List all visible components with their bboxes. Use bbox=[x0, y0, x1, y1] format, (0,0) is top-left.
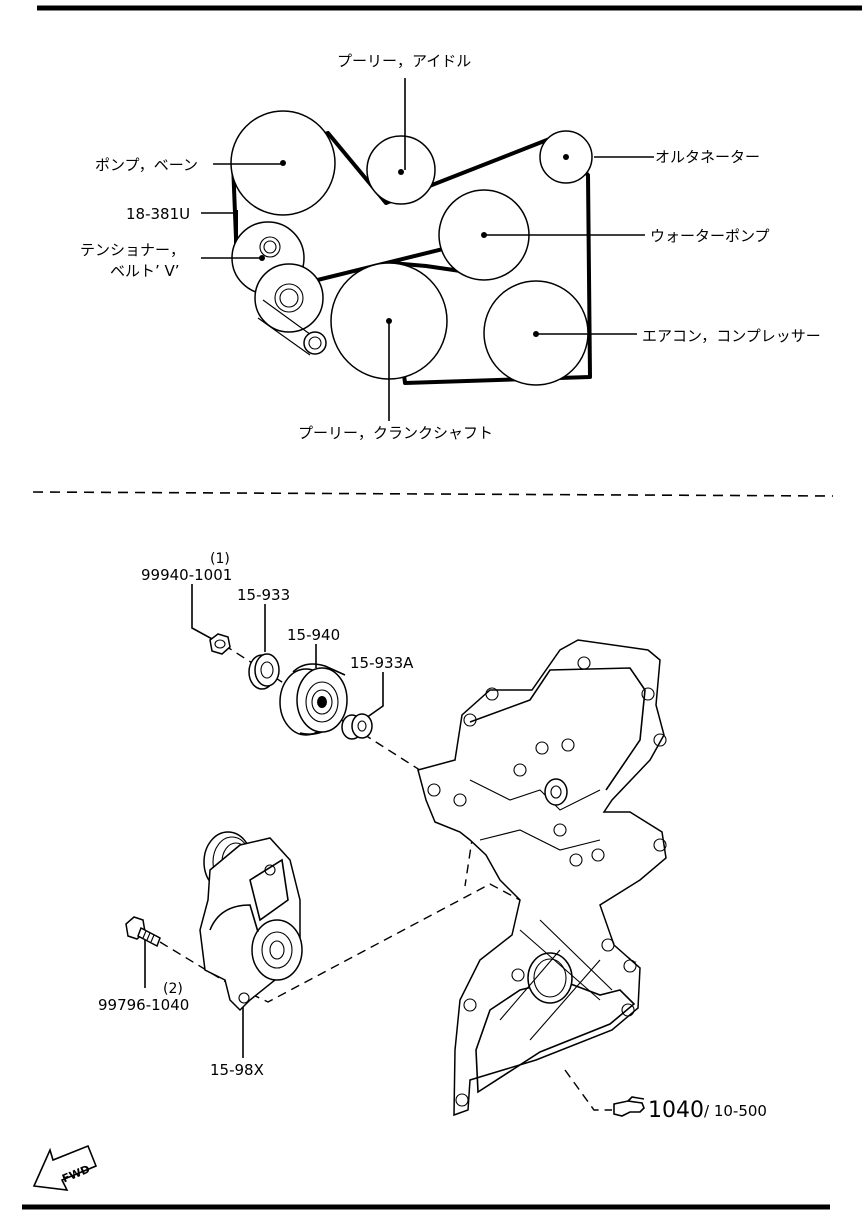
water-pump-label: ウォーターポンプ bbox=[650, 227, 770, 245]
bolt-qty-label: (2) bbox=[163, 981, 183, 997]
exploded-view: (1) 99940-1001 15-933 15-940 15-933A (2)… bbox=[32, 551, 767, 1191]
crank-pulley-label: プーリー，クランクシャフト bbox=[298, 424, 493, 442]
vane-pump-label: ポンプ，ベーン bbox=[95, 156, 198, 174]
flange-nut bbox=[209, 633, 231, 655]
tensioner-part-label: 15-98X bbox=[210, 1061, 264, 1079]
forward-direction-arrow: FWD bbox=[32, 1144, 98, 1191]
belt-tensioner-assembly bbox=[199, 831, 303, 1012]
reference-callout: 1040 / 10-500 bbox=[613, 1096, 767, 1123]
pulley-part-label: 15-940 bbox=[287, 626, 340, 644]
bolt-part-label: 99796-1040 bbox=[98, 996, 189, 1014]
alternator-label: オルタネーター bbox=[655, 148, 760, 166]
belt-part-label: 18-381U bbox=[126, 205, 190, 223]
pointing-hand-icon bbox=[613, 1096, 645, 1117]
nut-part-label: 99940-1001 bbox=[141, 566, 232, 584]
spacer-part-label: 15-933A bbox=[350, 654, 414, 672]
tensioner-label-line2: ベルト’ V’ bbox=[110, 262, 180, 280]
washer bbox=[248, 653, 280, 690]
tensioner-pulley bbox=[254, 263, 324, 333]
forward-direction-label: FWD bbox=[60, 1163, 92, 1186]
belt-layout: プーリー，アイドル ポンプ，ベーン オルタネーター 18-381U テンショナー… bbox=[80, 52, 821, 442]
ac-compressor-label: エアコン，コンプレッサー bbox=[642, 327, 821, 345]
nut-qty-label: (1) bbox=[210, 551, 230, 567]
section-separator bbox=[32, 491, 834, 497]
tensioner-label-line1: テンショナー， bbox=[80, 241, 185, 259]
idler-pulley-label: プーリー，アイドル bbox=[337, 52, 471, 70]
washer-part-label: 15-933 bbox=[237, 586, 290, 604]
idler-pulley-part bbox=[279, 663, 348, 736]
reference-sub: / 10-500 bbox=[704, 1102, 767, 1120]
timing-chain-cover bbox=[417, 639, 667, 1117]
bolt bbox=[125, 916, 161, 948]
spacer bbox=[341, 713, 373, 740]
reference-main: 1040 bbox=[648, 1098, 704, 1123]
